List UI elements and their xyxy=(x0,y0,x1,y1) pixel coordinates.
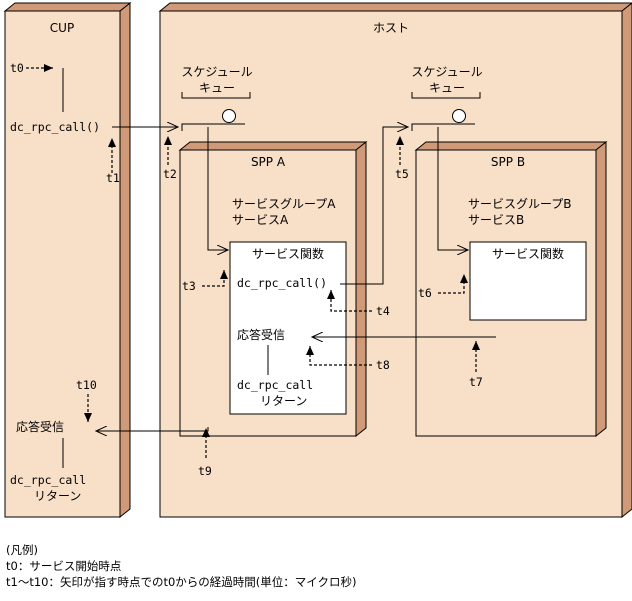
spp-b-func-title: サービス関数 xyxy=(492,246,564,261)
spp-a-title: SPP A xyxy=(251,155,286,169)
t6-label: t6 xyxy=(418,286,432,300)
t3-label: t3 xyxy=(182,279,196,293)
legend-line-1: t0：サービス開始時点 xyxy=(6,559,122,573)
spp-a-return-1: dc_rpc_call xyxy=(237,378,313,392)
cup-content: t0 dc_rpc_call() t1 t10 応答受信 dc_rpc_call… xyxy=(10,61,120,503)
spp-a-service-function-box: サービス関数 dc_rpc_call() 応答受信 dc_rpc_call リタ… xyxy=(229,241,347,415)
queue-a-label-1: スケジュール xyxy=(181,65,252,79)
spp-a-group-label: サービスグループA xyxy=(232,197,336,211)
spp-a-call: dc_rpc_call() xyxy=(237,276,327,290)
cup-t10: t10 xyxy=(76,378,97,392)
timing-markers: t2 t5 t3 t4 t8 t6 t7 t9 xyxy=(163,136,483,478)
legend-line-2: t1～t10：矢印が指す時点でのt0からの経過時間(単位：マイクロ秒) xyxy=(6,575,357,589)
spp-a-service-label: サービスA xyxy=(232,213,289,227)
spp-a-return-2: リターン xyxy=(260,394,307,408)
schedule-queue-a: スケジュール キュー xyxy=(181,65,253,131)
cup-return-2: リターン xyxy=(34,489,81,503)
t8-label: t8 xyxy=(376,358,390,372)
queue-b-label-1: スケジュール xyxy=(411,65,482,79)
spp-b-group-label: サービスグループB xyxy=(468,197,572,211)
queue-a-label-2: キュー xyxy=(199,81,235,95)
schedule-queue-b: スケジュール キュー xyxy=(411,65,483,131)
cup-t0: t0 xyxy=(10,61,24,75)
t7-label: t7 xyxy=(469,375,483,389)
t4-label: t4 xyxy=(376,304,390,318)
spp-b-service-function-box: サービス関数 xyxy=(469,241,587,321)
spp-a-func-title: サービス関数 xyxy=(252,246,324,261)
spp-a-response: 応答受信 xyxy=(237,327,285,342)
host-title: ホスト xyxy=(373,21,409,35)
cup-t1: t1 xyxy=(106,171,120,185)
cup-title: CUP xyxy=(50,21,74,35)
cup-panel: CUP xyxy=(3,1,132,519)
t2-label: t2 xyxy=(163,167,177,181)
legend-title: (凡例) xyxy=(6,543,38,557)
t5-label: t5 xyxy=(395,167,409,181)
spp-b-title: SPP B xyxy=(491,155,525,169)
queue-b-label-2: キュー xyxy=(429,81,465,95)
legend: (凡例) t0：サービス開始時点 t1～t10：矢印が指す時点でのt0からの経過… xyxy=(6,542,357,590)
spp-b-service-label: サービスB xyxy=(468,213,524,227)
t9-label: t9 xyxy=(198,464,212,478)
cup-response: 応答受信 xyxy=(16,419,64,434)
cup-call: dc_rpc_call() xyxy=(10,120,100,134)
cup-return-1: dc_rpc_call xyxy=(10,473,86,487)
